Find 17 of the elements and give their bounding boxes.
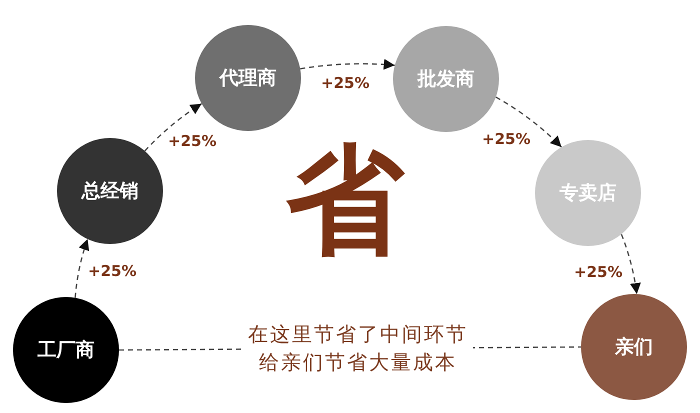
- circle-node: [535, 140, 641, 246]
- circle-node: [195, 25, 301, 131]
- node-label: 亲们: [615, 336, 653, 358]
- arrow: [620, 234, 641, 294]
- node-label: 工厂商: [38, 338, 94, 362]
- circle-node: [393, 26, 499, 132]
- arrow: [144, 103, 202, 152]
- node-label: 代理商: [220, 66, 276, 90]
- headline-character: 省: [286, 141, 404, 259]
- node-label: 批发商: [418, 68, 474, 90]
- arrow: [300, 58, 395, 70]
- arrow: [74, 238, 90, 298]
- circle-node: [581, 294, 687, 400]
- circle-node: [13, 297, 119, 403]
- arrow: [495, 96, 562, 148]
- node-label: 总经销: [82, 180, 138, 202]
- circle-node: [57, 138, 163, 244]
